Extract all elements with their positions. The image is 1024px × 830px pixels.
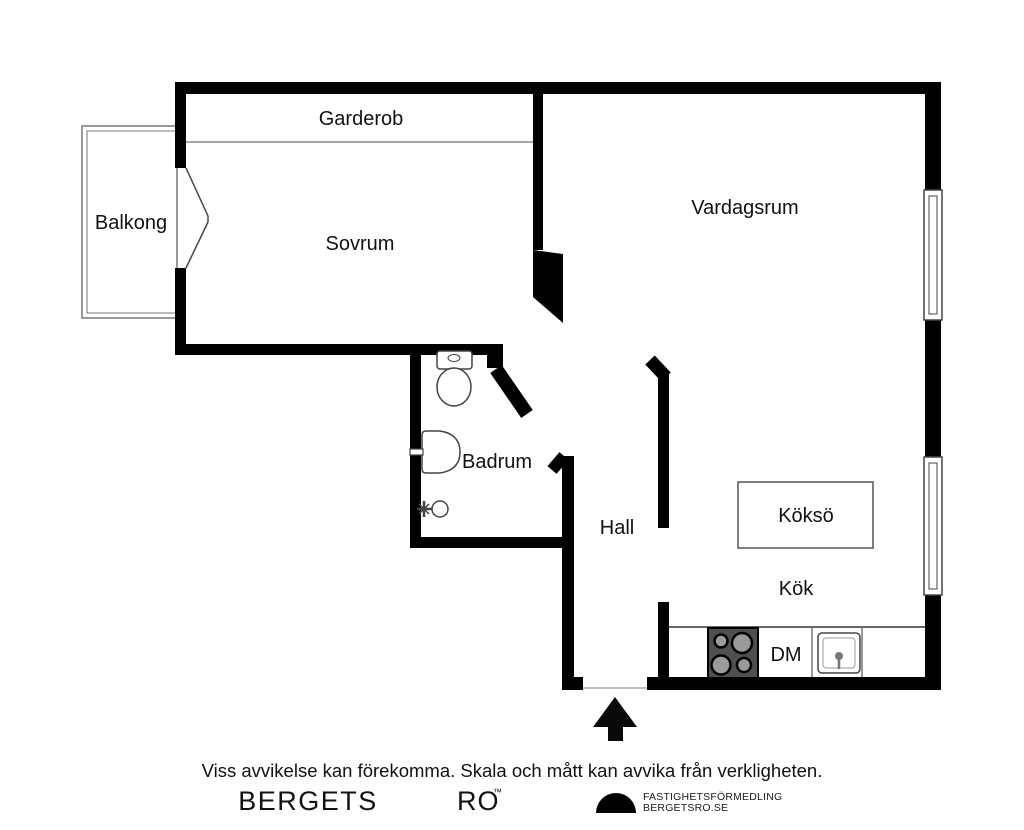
kitchen-sink-icon (817, 632, 861, 674)
disclaimer-text: Viss avvikelse kan förekomma. Skala och … (202, 760, 823, 781)
brand-wordmark-bergets: BERGETS (238, 786, 378, 816)
bathroom-sink-icon (409, 430, 461, 474)
room-label-kok: Kök (779, 578, 814, 600)
logo-text-line1: FASTIGHETSFÖRMEDLING (643, 791, 782, 803)
kitchen-island (737, 481, 874, 549)
toilet-icon (436, 350, 473, 407)
room-label-sovrum: Sovrum (326, 233, 395, 255)
brand-logo-dome-icon (596, 793, 636, 813)
appliance-label-dm: DM (770, 644, 801, 666)
walls (175, 82, 941, 690)
brand-wordmark-ro: RO (457, 786, 500, 816)
room-label-kokso: Köksö (778, 505, 834, 527)
trademark-symbol: ™ (493, 787, 502, 797)
room-label-garderob: Garderob (319, 108, 404, 130)
room-label-hall: Hall (600, 517, 634, 539)
room-label-badrum: Badrum (462, 451, 532, 473)
room-label-balkong: Balkong (95, 212, 167, 234)
balcony-door-icon (185, 167, 209, 269)
shower-mixer-icon (417, 500, 449, 518)
logo-text-line2: BERGETSRO.SE (643, 802, 728, 814)
window-icon (923, 456, 943, 596)
balcony-outline (81, 125, 178, 319)
window-icon (923, 189, 943, 321)
stove-icon (707, 627, 759, 679)
entrance-arrow-icon (593, 697, 637, 741)
room-label-vardagsrum: Vardagsrum (691, 197, 798, 219)
